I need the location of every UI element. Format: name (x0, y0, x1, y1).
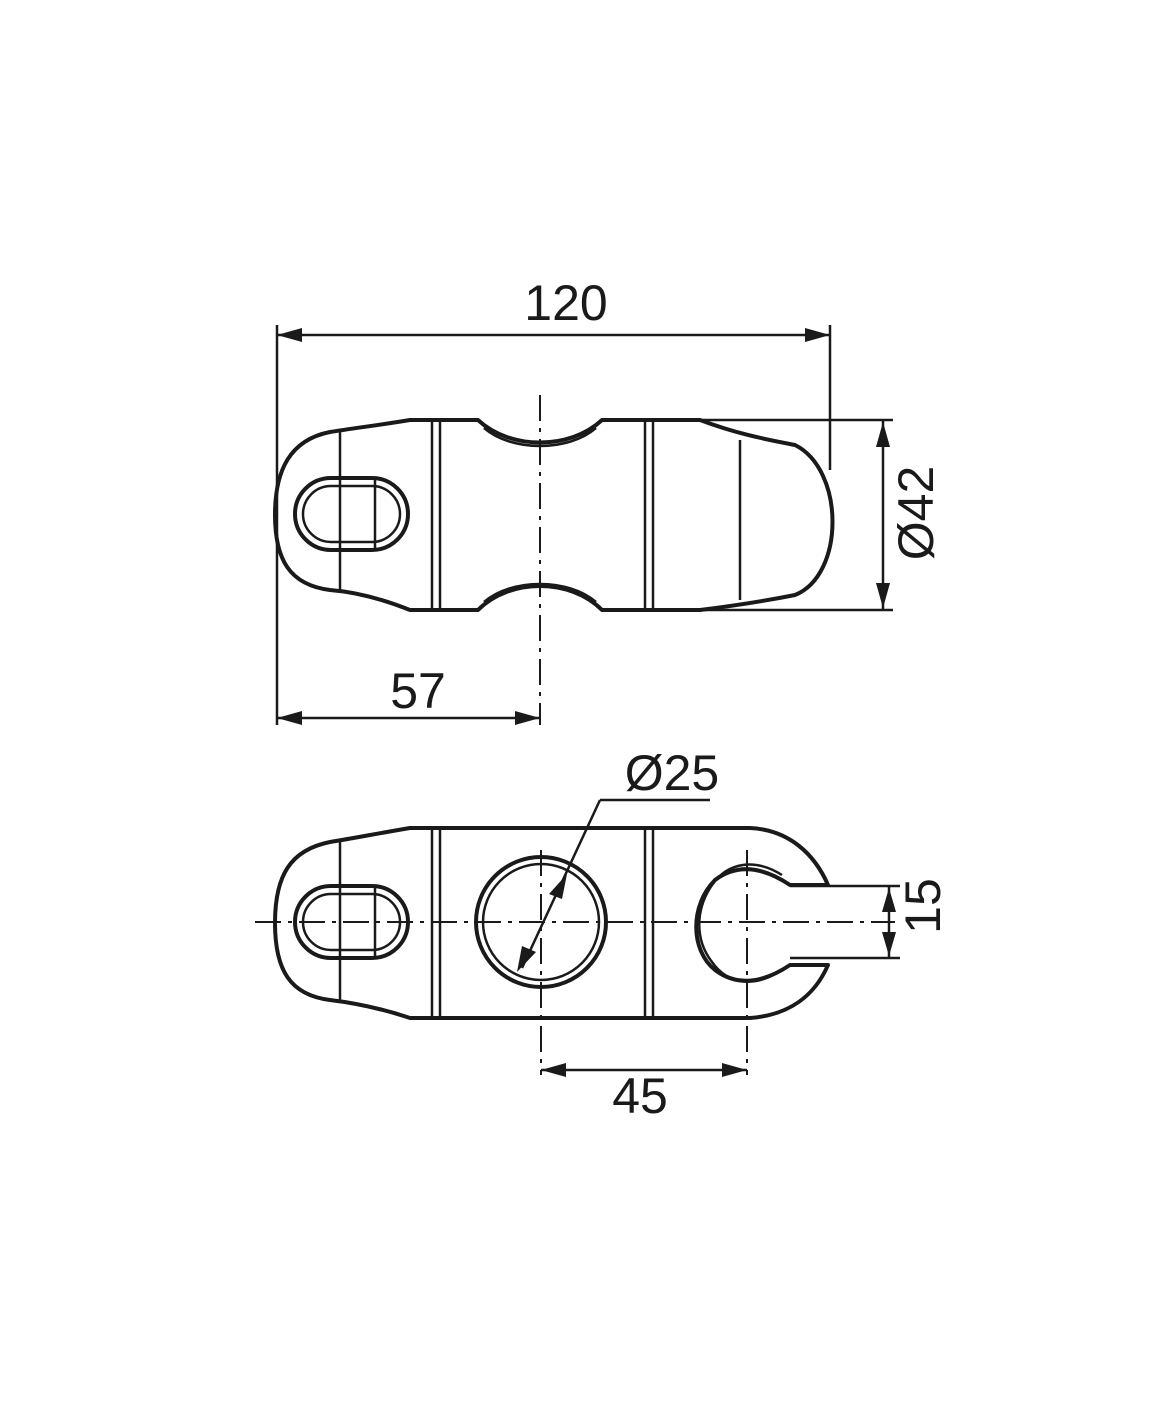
dimension-label-15: 15 (895, 878, 951, 934)
dimension-label-45: 45 (612, 1068, 668, 1124)
dimension-label-d42: Ø42 (888, 466, 944, 561)
top-view-outline (273, 418, 835, 612)
top-view (273, 395, 835, 725)
slot-inner (301, 484, 402, 544)
dimension-hole-spacing: 45 (541, 1063, 747, 1124)
dimension-clamp-diameter: Ø42 (700, 418, 944, 612)
dimension-slot-width: 15 (790, 878, 951, 960)
bottom-view-outline (273, 826, 830, 1020)
bottom-view (255, 826, 895, 1075)
dimension-overall-length: 120 (275, 275, 832, 725)
dimension-center-offset: 57 (277, 663, 540, 725)
slot-outline (293, 476, 410, 552)
dimension-label-57: 57 (390, 663, 446, 719)
dimension-label-d25: Ø25 (625, 745, 720, 801)
dimension-label-120: 120 (524, 275, 607, 331)
open-slot-inner (698, 863, 783, 983)
dimension-hole-diameter: Ø25 (517, 745, 719, 972)
